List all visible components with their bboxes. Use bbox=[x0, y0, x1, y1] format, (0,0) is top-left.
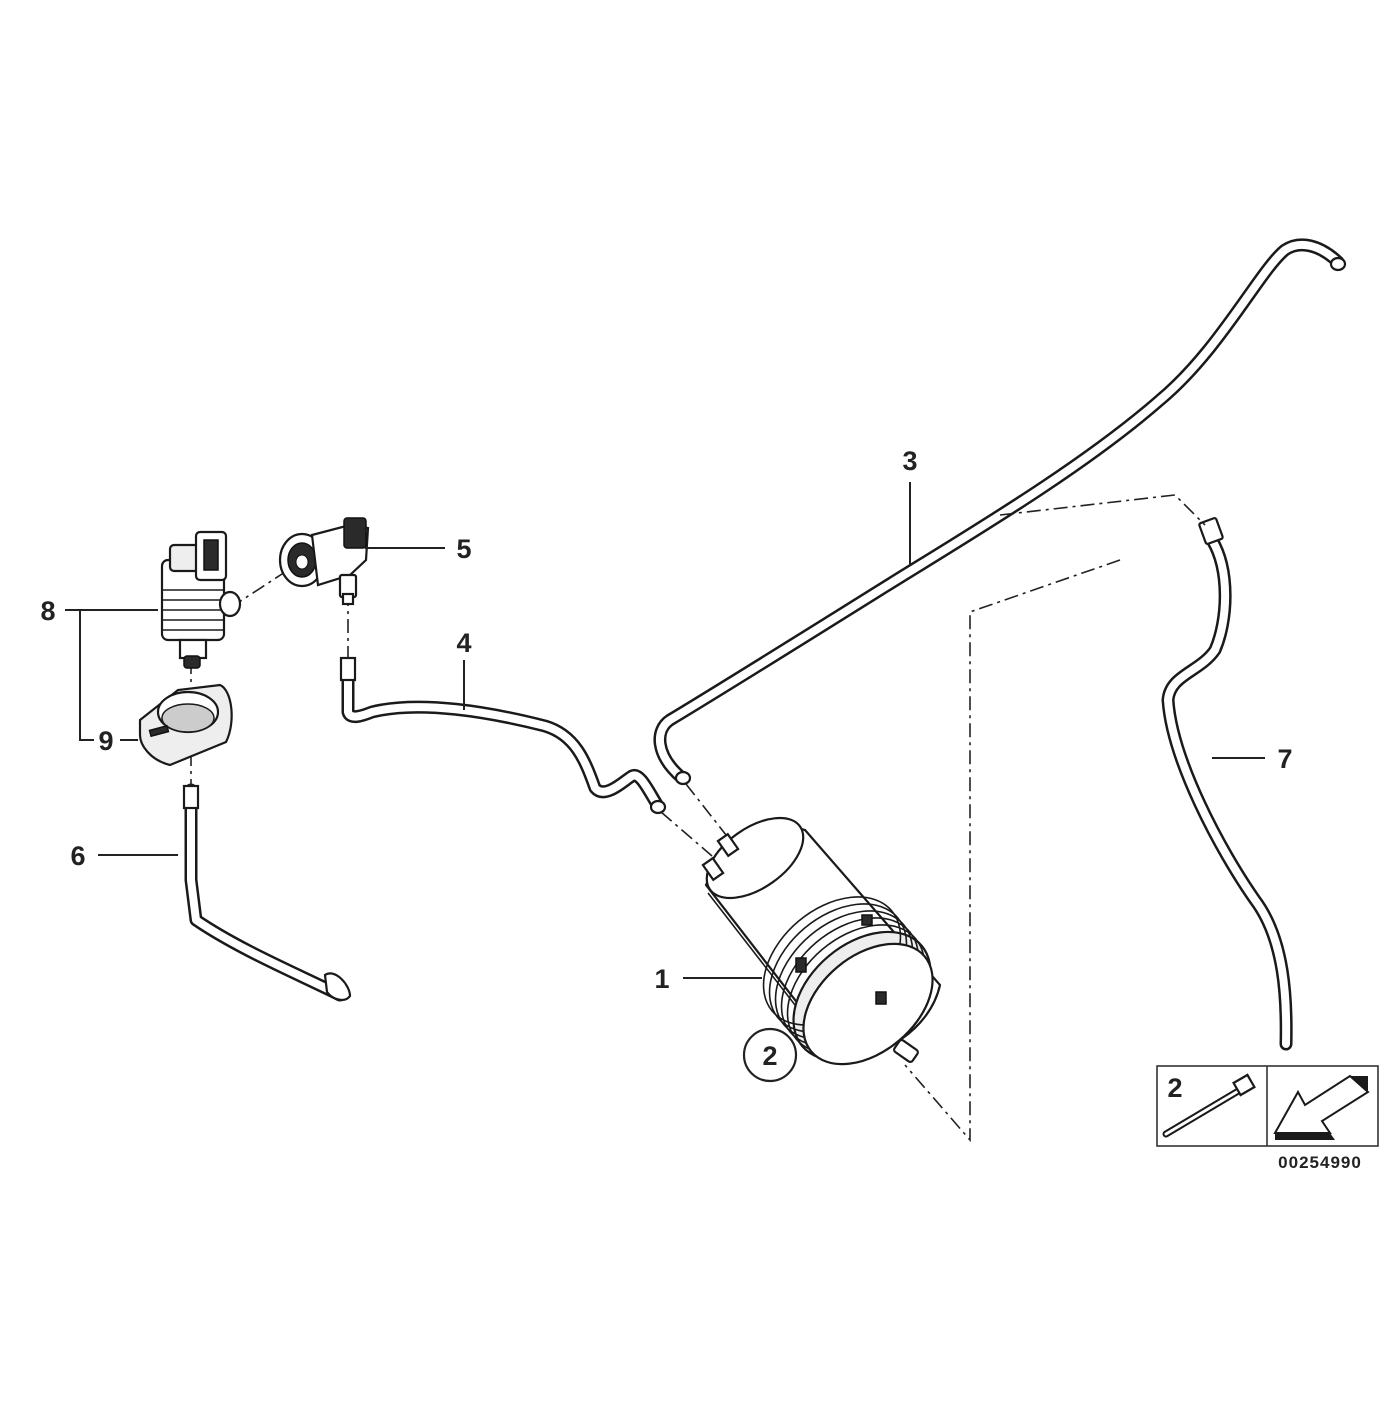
callout-7: 7 bbox=[1277, 744, 1292, 774]
direction-arrow-icon bbox=[1273, 1074, 1370, 1140]
callout-4: 4 bbox=[456, 628, 471, 658]
callout-6: 6 bbox=[70, 841, 85, 871]
callout-2-circled: 2 bbox=[742, 1027, 798, 1083]
hose-7 bbox=[1161, 517, 1293, 1051]
callout-5: 5 bbox=[456, 534, 471, 564]
valve-part-8 bbox=[160, 530, 242, 669]
leader-lines bbox=[65, 482, 1265, 979]
document-number: 00254990 bbox=[1278, 1153, 1362, 1172]
callout-1: 1 bbox=[654, 964, 669, 994]
hose-6 bbox=[182, 783, 352, 1002]
hose-4 bbox=[339, 656, 667, 815]
callout-2-label: 2 bbox=[762, 1041, 777, 1071]
callout-9: 9 bbox=[98, 726, 113, 756]
callout-8: 8 bbox=[40, 596, 55, 626]
legend-item-number: 2 bbox=[1167, 1073, 1182, 1103]
canister-threads bbox=[762, 896, 934, 1066]
canister-part-1 bbox=[701, 816, 942, 1066]
legend-box: 2 bbox=[1156, 1065, 1379, 1147]
bracket-part-9 bbox=[138, 683, 233, 767]
hose-3 bbox=[653, 238, 1347, 786]
connector-part-5 bbox=[278, 517, 370, 606]
cable-tie-icon bbox=[1162, 1073, 1256, 1138]
callout-3: 3 bbox=[902, 446, 917, 476]
